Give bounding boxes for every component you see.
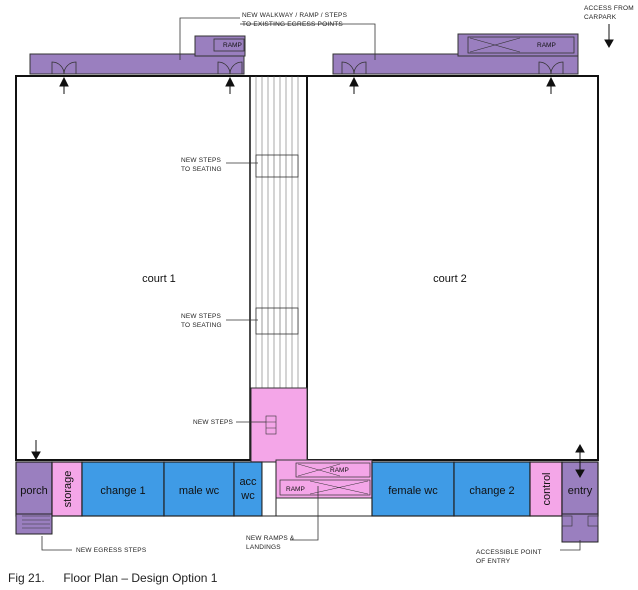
court-2-label: court 2 <box>433 273 467 285</box>
ramp-label-middle-lower: RAMP <box>286 486 305 493</box>
new-steps-area <box>250 387 308 463</box>
room-control <box>529 461 563 517</box>
callout-accessible-point: ACCESSIBLE POINT <box>476 549 542 556</box>
acc-wc-label-2: wc <box>240 490 255 502</box>
ramp-label-top-left: RAMP <box>223 42 242 49</box>
callout-access: ACCESS FROM <box>584 5 634 12</box>
storage-label: storage <box>62 471 74 508</box>
callout-accessible-point-2: OF ENTRY <box>476 558 511 565</box>
court-1-label: court 1 <box>142 273 176 285</box>
male-wc-label: male wc <box>179 485 220 497</box>
callout-steps-seating-2: NEW STEPS <box>181 313 222 320</box>
figure-number: Fig 21. <box>8 571 45 585</box>
arrows <box>31 24 614 479</box>
porch-label: porch <box>20 485 48 497</box>
room-acc-wc <box>233 461 263 517</box>
callout-walkway: NEW WALKWAY / RAMP / STEPS <box>242 12 348 19</box>
change1-label: change 1 <box>100 485 145 497</box>
ramps-landings: RAMP RAMP <box>275 459 373 499</box>
callout-ramps-landings: NEW RAMPS & <box>246 535 295 542</box>
callout-egress-steps: NEW EGRESS STEPS <box>76 547 147 554</box>
ramp-label-middle-upper: RAMP <box>330 467 349 474</box>
change2-label: change 2 <box>469 485 514 497</box>
top-walkway-left: RAMP <box>29 35 246 75</box>
room-change-1 <box>81 461 165 517</box>
ramp-label-top-right: RAMP <box>537 42 556 49</box>
callout-steps-seating-1: NEW STEPS <box>181 157 222 164</box>
leader-lines <box>41 17 581 551</box>
callout-ramps-landings-2: LANDINGS <box>246 544 281 551</box>
bottom-rooms: porch storage change 1 male wc acc wc fe… <box>15 461 599 543</box>
room-change-2 <box>453 461 531 517</box>
callout-walkway-2: TO EXISTING EGRESS POINTS <box>242 21 343 28</box>
room-porch <box>15 461 53 517</box>
callout-access-2: CARPARK <box>584 14 617 21</box>
figure-caption: Fig 21. Floor Plan – Design Option 1 <box>8 571 217 585</box>
female-wc-label: female wc <box>388 485 438 497</box>
acc-wc-label-1: acc <box>239 476 257 488</box>
figure-title: Floor Plan – Design Option 1 <box>63 571 218 585</box>
callout-new-steps: NEW STEPS <box>193 419 234 426</box>
callout-steps-seating-2b: TO SEATING <box>181 322 222 329</box>
callout-steps-seating-1b: TO SEATING <box>181 166 222 173</box>
entry-label: entry <box>568 485 593 497</box>
top-walkway-right: RAMP <box>332 33 579 75</box>
control-label: control <box>541 472 553 505</box>
